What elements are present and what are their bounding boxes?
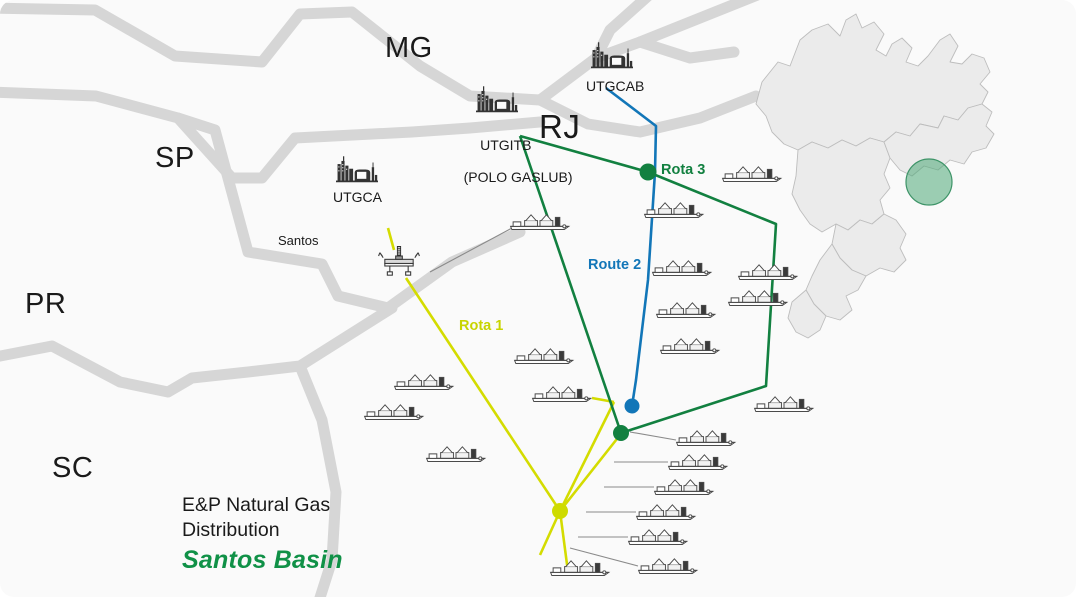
ship-fleet [364, 166, 814, 577]
ship-icon [656, 302, 716, 319]
ship-icon [654, 479, 714, 496]
map-title-block: E&P Natural Gas Distribution Santos Basi… [182, 493, 343, 577]
ship-icon [532, 386, 592, 403]
ship-icon [676, 430, 736, 447]
state-borders [0, 0, 762, 597]
ship-icon [628, 529, 688, 546]
rota-1-pipeline [386, 227, 626, 573]
ship-icon [364, 404, 424, 421]
ship-icon [754, 396, 814, 413]
ship-icon [668, 454, 728, 471]
ship-icon [394, 374, 454, 391]
ship-icon [660, 338, 720, 355]
title-line-1: E&P Natural Gas [182, 494, 331, 516]
ship-icon [722, 166, 782, 183]
title-line-2: Distribution [182, 519, 280, 541]
node-rota1-hub[interactable] [552, 503, 568, 519]
industrial-plant-icon [336, 156, 378, 183]
title-basin-name: Santos Basin [182, 546, 343, 574]
node-rota3-terminus[interactable] [613, 425, 629, 441]
ship-icon [550, 560, 610, 577]
brazil-inset-map [755, 13, 995, 339]
ship-icon [638, 558, 698, 575]
ship-icon [728, 290, 788, 307]
ship-icon [652, 260, 712, 277]
node-route2-terminus[interactable] [624, 398, 640, 414]
ship-icon [510, 214, 570, 231]
ship-icon [426, 446, 486, 463]
offshore-platform-icon [378, 246, 420, 276]
route-2-pipeline [605, 86, 658, 407]
ship-leader-lines [429, 227, 677, 567]
ship-icon [738, 264, 798, 281]
ship-icon [514, 348, 574, 365]
ship-icon [636, 504, 696, 521]
node-rota3-junction[interactable] [639, 163, 657, 181]
inset-region-highlight [905, 158, 953, 206]
